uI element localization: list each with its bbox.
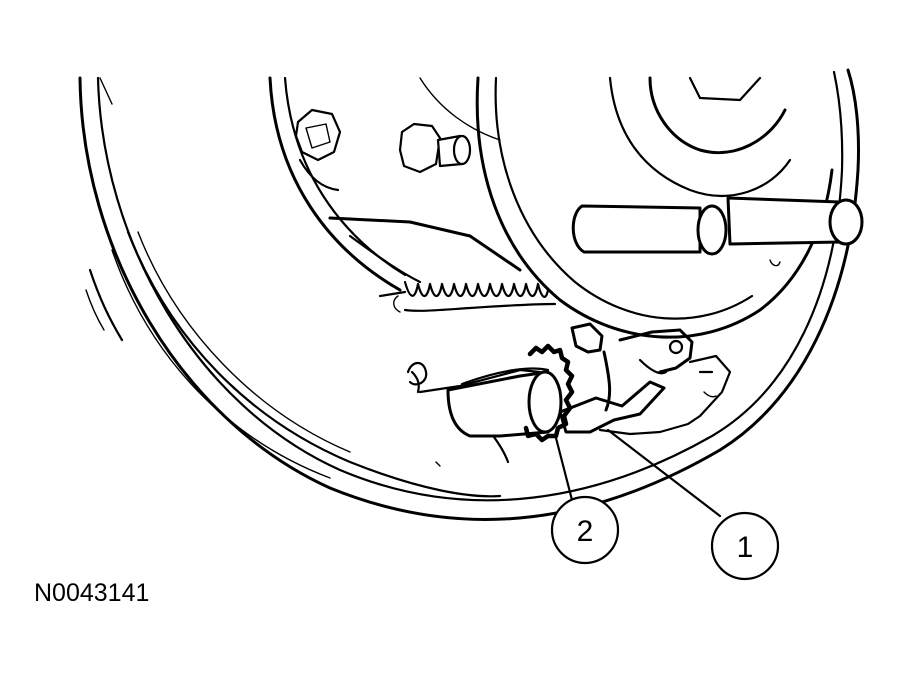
leader-lines xyxy=(554,428,722,518)
backing-plate-rim xyxy=(78,68,861,521)
star-wheel xyxy=(523,343,575,443)
callout-1-label: 1 xyxy=(737,531,754,564)
callout-2: 2 xyxy=(550,495,620,565)
anchor-bolt xyxy=(398,122,472,174)
stud-nut-left xyxy=(294,108,342,192)
adjuster-lever xyxy=(558,322,732,436)
callout-2-label: 2 xyxy=(577,515,594,548)
return-spring xyxy=(378,280,557,313)
wheel-cylinder-pins xyxy=(571,196,864,267)
figure-reference-code: N0043141 xyxy=(34,579,149,607)
callout-1: 1 xyxy=(710,511,780,581)
adjuster-screw xyxy=(446,367,563,438)
hold-down-clip xyxy=(406,361,441,467)
